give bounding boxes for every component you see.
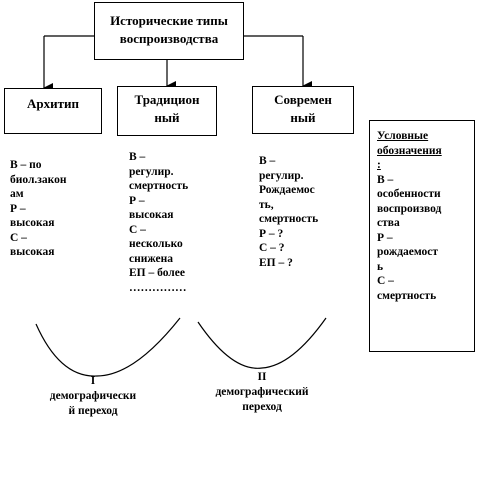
type-box-modern-title: Современ ный bbox=[274, 92, 332, 125]
type-box-traditional: Традицион ный bbox=[117, 86, 217, 136]
legend-box: Условные обозначения : В – особенности в… bbox=[369, 120, 475, 352]
type-box-archetype: Архитип bbox=[4, 88, 102, 134]
top-box-text: Исторические типы воспроизводства bbox=[110, 13, 228, 46]
transition-label-2: II демографический переход bbox=[215, 371, 309, 413]
type-box-modern: Современ ный bbox=[252, 86, 354, 134]
type-box-archetype-title: Архитип bbox=[27, 96, 79, 111]
transition-curve-1 bbox=[35, 317, 181, 377]
archetype-details: В – по биол.закон ам Р – высокая С – выс… bbox=[10, 159, 67, 258]
legend-title: Условные обозначения : bbox=[377, 130, 442, 171]
transition-curve-2 bbox=[197, 317, 327, 369]
traditional-details: В – регулир. смертность Р – высокая С – … bbox=[129, 151, 189, 294]
transition-label-1: I демографически й переход bbox=[49, 375, 137, 417]
modern-details: В – регулир. Рождаемос ть, смертность Р … bbox=[259, 155, 319, 269]
top-box-historical-types: Исторические типы воспроизводства bbox=[94, 2, 244, 60]
legend-body: В – особенности воспроизвод ства Р – рож… bbox=[377, 173, 442, 302]
type-box-traditional-title: Традицион ный bbox=[134, 92, 200, 125]
